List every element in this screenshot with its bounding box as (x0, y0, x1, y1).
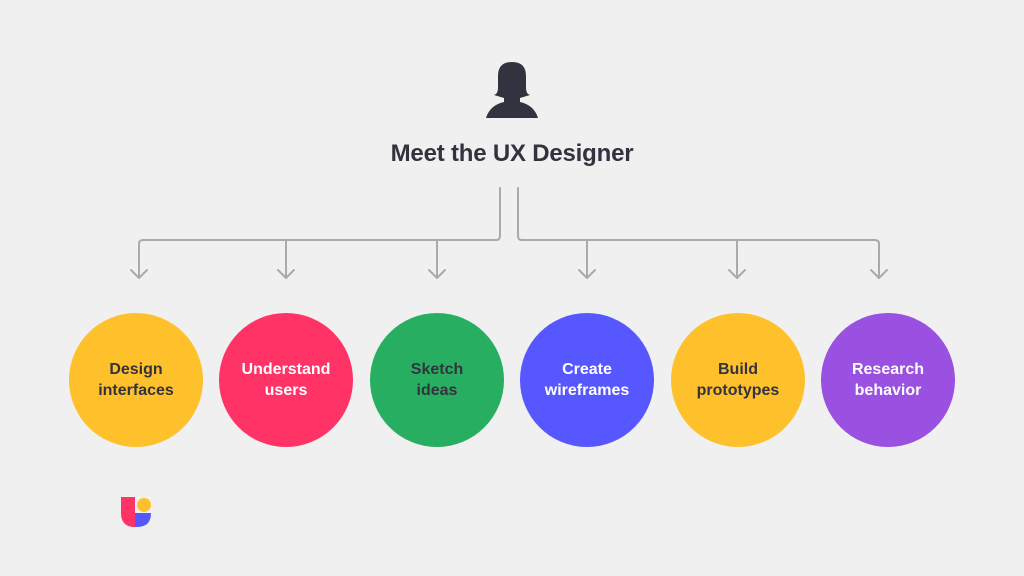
left-branch (138, 187, 501, 279)
node-label-line1: Design (109, 361, 163, 378)
right-branch (517, 187, 880, 279)
node-label-line2: users (264, 382, 308, 399)
node-label-line2: interfaces (98, 382, 174, 399)
node-label-line1: Research (851, 361, 925, 378)
arrow-heads (130, 269, 888, 279)
node-create-wireframes: Create wireframes (520, 313, 654, 447)
node-label-line1: Create (562, 361, 612, 378)
node-label-line1: Understand (241, 361, 331, 378)
brand-logo-icon (121, 497, 151, 527)
node-label-line2: prototypes (696, 382, 780, 399)
node-design-interfaces: Design interfaces (69, 313, 203, 447)
node-sketch-ideas: Sketch ideas (370, 313, 504, 447)
node-label-line2: behavior (854, 382, 922, 399)
node-label-line1: Build (717, 361, 758, 378)
node-label-line2: ideas (416, 382, 458, 399)
node-build-prototypes: Build prototypes (671, 313, 805, 447)
person-silhouette-icon (486, 62, 538, 118)
node-label-line2: wireframes (544, 382, 630, 399)
node-understand-users: Understand users (219, 313, 353, 447)
node-label-line1: Sketch (410, 361, 464, 378)
diagram-title: Meet the UX Designer (390, 140, 634, 167)
node-research-behavior: Research behavior (821, 313, 955, 447)
